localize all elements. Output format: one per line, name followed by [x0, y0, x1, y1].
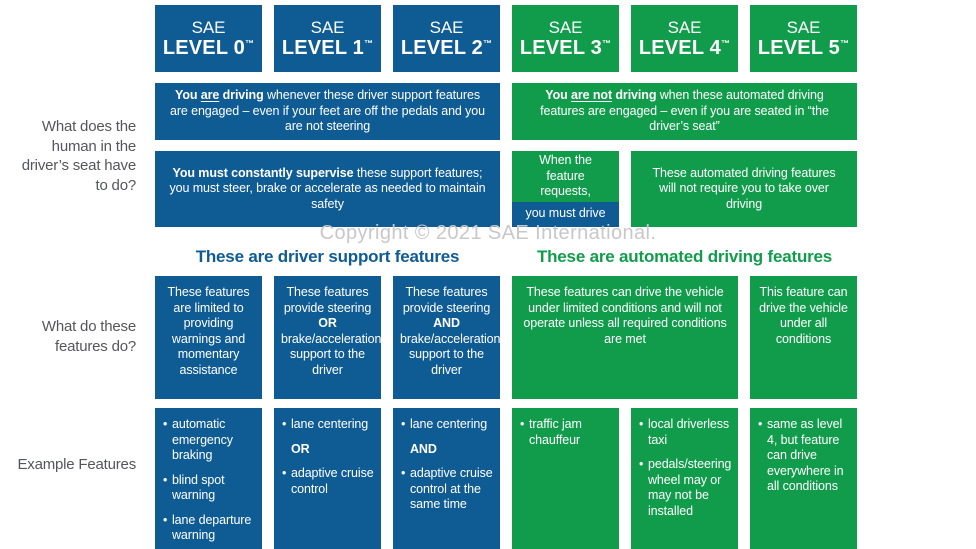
- bullet-icon: •: [639, 457, 644, 471]
- bullet-icon: •: [401, 417, 406, 431]
- level-2-label: LEVEL 2: [400, 37, 483, 60]
- header-sae-level-2: SAE LEVEL 2™: [393, 5, 500, 72]
- sae-brand-text: SAE: [548, 17, 583, 37]
- bullet-icon: •: [282, 466, 287, 480]
- section-header-driver-support: These are driver support features: [195, 247, 460, 266]
- bullet-icon: •: [163, 472, 168, 487]
- trademark-symbol: ™: [482, 38, 493, 49]
- conjunction-or: OR: [291, 441, 310, 456]
- trademark-symbol: ™: [839, 38, 850, 49]
- header-sae-level-1: SAE LEVEL 1™: [274, 5, 381, 72]
- human-role-row-1: You are driving whenever these driver su…: [155, 83, 857, 140]
- sae-brand-text: SAE: [429, 17, 464, 37]
- cell-level5-features-do: This feature can drive the vehicle under…: [750, 276, 857, 399]
- copyright-watermark: Copyright © 2021 SAE International.: [319, 222, 657, 244]
- bullet-icon: •: [163, 512, 168, 527]
- sae-brand-text: SAE: [191, 17, 226, 37]
- bullet-icon: •: [520, 417, 525, 431]
- sae-brand-text: SAE: [667, 17, 702, 37]
- cell-level3-4-features-do: These features can drive the vehicle und…: [512, 276, 738, 399]
- cell-level0-examples: •automatic emergency braking •blind spot…: [155, 408, 262, 549]
- cell-level3-examples: •traffic jam chauffeur: [512, 408, 619, 549]
- bullet-icon: •: [282, 417, 287, 431]
- row-label-what-features-do: What do these features do?: [41, 318, 136, 355]
- trademark-symbol: ™: [244, 38, 255, 49]
- cell-you-are-driving: You are driving whenever these driver su…: [155, 83, 500, 140]
- bullet-icon: •: [758, 417, 763, 431]
- level-0-label: LEVEL 0: [162, 37, 245, 60]
- sae-brand-text: SAE: [786, 17, 821, 37]
- list-item: •automatic emergency braking: [163, 417, 233, 462]
- bullet-icon: •: [639, 417, 644, 431]
- cell-you-are-not-driving: You are not driving when these automated…: [512, 83, 857, 140]
- level-4-label: LEVEL 4: [638, 37, 721, 60]
- level3-request-text: When the feature requests,: [512, 151, 619, 202]
- level-5-label: LEVEL 5: [757, 37, 840, 60]
- cell-level2-features-do: These features provide steering AND brak…: [393, 276, 500, 399]
- list-item: •lane departure warning: [163, 512, 252, 543]
- human-role-row-2: You must constantly supervise these supp…: [155, 151, 857, 227]
- row-label-example-features: Example Features: [17, 456, 136, 473]
- level3-you-must-drive-text: you must drive: [512, 201, 619, 227]
- cell-level3-when-feature-requests: When the feature requests, you must driv…: [512, 151, 619, 227]
- header-sae-level-3: SAE LEVEL 3™: [512, 5, 619, 72]
- list-item: •blind spot warning: [163, 472, 225, 503]
- example-features-row: •automatic emergency braking •blind spot…: [155, 408, 857, 549]
- bullet-icon: •: [401, 466, 406, 480]
- cell-level1-features-do: These features provide steering OR brake…: [274, 276, 381, 399]
- list-item: •same as level 4, but feature can drive …: [758, 417, 844, 493]
- bullet-icon: •: [163, 417, 168, 431]
- cell-level1-examples: •lane centering OR •adaptive cruise cont…: [274, 408, 381, 549]
- list-item: •lane centering: [401, 417, 488, 431]
- trademark-symbol: ™: [720, 38, 731, 49]
- list-item: •local driverless taxi: [639, 417, 730, 447]
- row-label-human-role: What does the human in the driver’s seat…: [21, 118, 136, 194]
- cell-level5-examples: •same as level 4, but feature can drive …: [750, 408, 857, 549]
- header-sae-level-5: SAE LEVEL 5™: [750, 5, 857, 72]
- list-item: •adaptive cruise control: [282, 466, 374, 496]
- cell-will-not-require-takeover: These automated driving features will no…: [631, 151, 857, 227]
- list-item: •traffic jam chauffeur: [520, 417, 582, 447]
- list-item: •pedals/steering wheel may or may not be…: [639, 457, 732, 518]
- cell-constantly-supervise: You must constantly supervise these supp…: [155, 151, 500, 227]
- header-sae-level-4: SAE LEVEL 4™: [631, 5, 738, 72]
- level-3-label: LEVEL 3: [519, 37, 602, 60]
- sae-brand-text: SAE: [310, 17, 345, 37]
- conjunction-and: AND: [410, 441, 437, 456]
- trademark-symbol: ™: [601, 38, 612, 49]
- cell-level0-features-do: These features are limited to providing …: [155, 276, 262, 399]
- list-item: •adaptive cruise control at the same tim…: [401, 466, 493, 511]
- header-row: SAE LEVEL 0™ SAE LEVEL 1™ SAE LEVEL 2™ S…: [155, 5, 857, 72]
- cell-level4-examples: •local driverless taxi •pedals/steering …: [631, 408, 738, 549]
- what-features-do-row: These features are limited to providing …: [155, 276, 857, 399]
- trademark-symbol: ™: [363, 38, 374, 49]
- list-item: •lane centering: [282, 417, 369, 431]
- section-header-automated-driving: These are automated driving features: [536, 247, 833, 266]
- header-sae-level-0: SAE LEVEL 0™: [155, 5, 262, 72]
- level-1-label: LEVEL 1: [281, 37, 364, 60]
- cell-level2-examples: •lane centering AND •adaptive cruise con…: [393, 408, 500, 549]
